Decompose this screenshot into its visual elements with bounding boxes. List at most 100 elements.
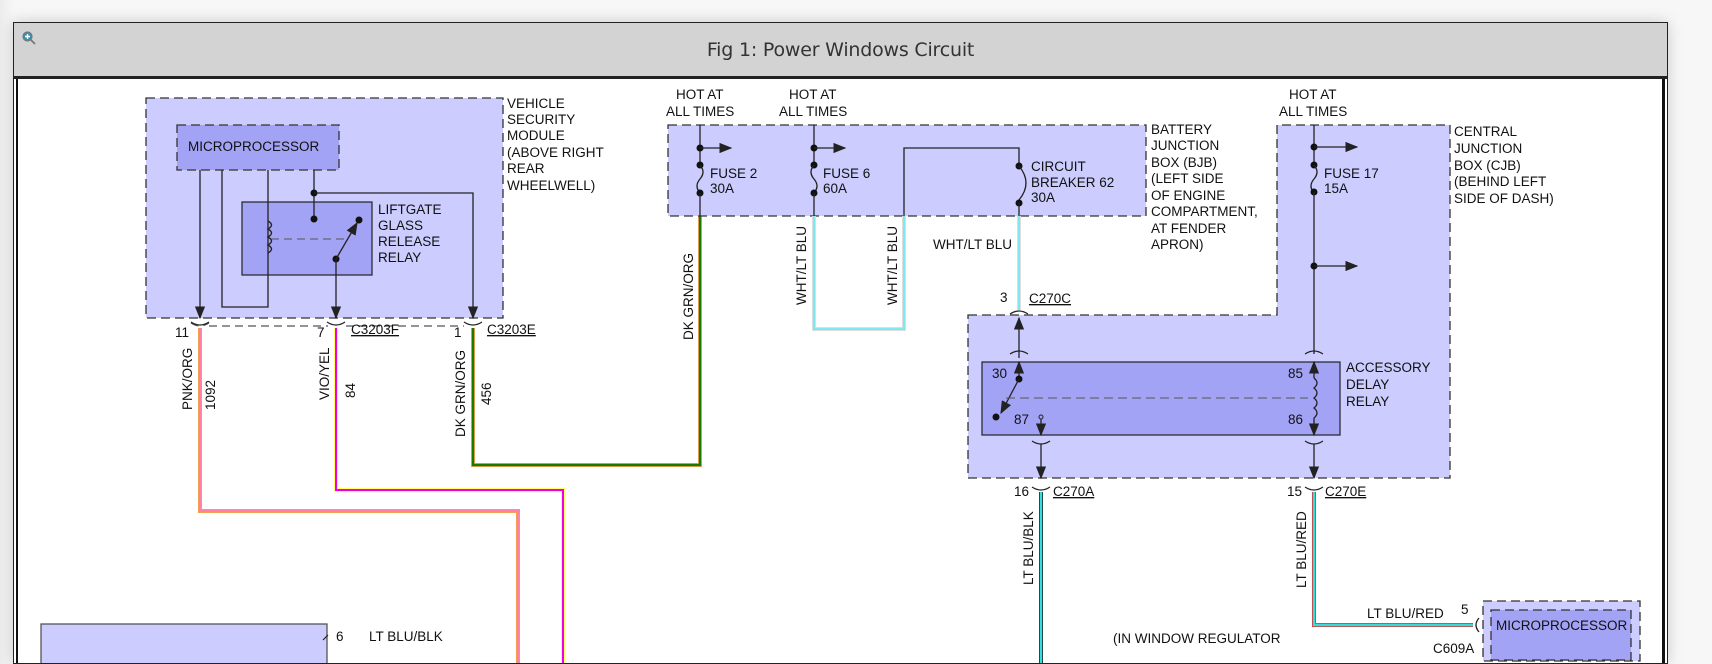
battery-junction-box: HOT AT ALL TIMES HOT AT ALL TIMES FUSE 2… bbox=[666, 87, 1258, 252]
vsm-microprocessor-label: MICROPROCESSOR bbox=[188, 139, 320, 154]
pin-11: 11 bbox=[175, 325, 189, 340]
wire-label-ltblu-red-vertical: LT BLU/RED bbox=[1294, 511, 1309, 588]
cjb-hot-label-a: HOT AT bbox=[1289, 87, 1337, 102]
connector-c270e: C270E bbox=[1325, 484, 1366, 499]
vsm-microprocessor-box bbox=[176, 124, 340, 171]
wire-label-dkgrn-vsm: DK GRN/ORG bbox=[453, 350, 468, 437]
connector-pin5 bbox=[1475, 617, 1480, 633]
figure-title: Fig 1: Power Windows Circuit bbox=[706, 39, 975, 61]
accessory-relay-label-3: RELAY bbox=[1346, 394, 1389, 409]
diagram-label: AT FENDER bbox=[1151, 221, 1227, 236]
bjb-name-label: BATTERY JUNCTION BOX (BJB) (LEFT SIDE OF… bbox=[1151, 122, 1258, 252]
wire-label-dkgrn-bjb: DK GRN/ORG bbox=[681, 253, 696, 340]
diagram-label: VEHICLE bbox=[507, 96, 565, 111]
power-windows-schematic: MICROPROCESSOR LIFTGATE GLASS RELEASE RE… bbox=[40, 87, 1641, 663]
diagram-label: JUNCTION bbox=[1151, 138, 1219, 153]
pin-16: 16 bbox=[1014, 484, 1029, 499]
accessory-relay-switch-icon bbox=[1000, 378, 1020, 415]
circuit-1092: 1092 bbox=[203, 380, 218, 410]
pin-15: 15 bbox=[1287, 484, 1302, 499]
hot-label-2a: HOT AT bbox=[789, 87, 837, 102]
diagram-label: CENTRAL bbox=[1454, 124, 1518, 139]
wire-label-ltblu-blk: LT BLU/BLK bbox=[1021, 511, 1036, 585]
diagram-label: BOX (BJB) bbox=[1151, 155, 1217, 170]
pin-6: 6 bbox=[336, 629, 344, 644]
relay-pin-30: 30 bbox=[992, 366, 1007, 381]
wire-wht-ltblu-loop: WHT/LT BLU WHT/LT BLU bbox=[794, 216, 906, 331]
fuse-2-icon bbox=[696, 164, 704, 194]
zoom-in-icon[interactable] bbox=[22, 31, 36, 45]
cjb-name-label: CENTRAL JUNCTION BOX (CJB) (BEHIND LEFT … bbox=[1454, 124, 1554, 206]
diagram-label: SIDE OF DASH) bbox=[1454, 191, 1554, 206]
connector-pin1 bbox=[463, 321, 483, 326]
fuse-6-rating: 60A bbox=[823, 181, 847, 196]
wire-label-pnk-org: PNK/ORG bbox=[180, 348, 195, 410]
wire-ltblu-red: LT BLU/RED LT BLU/RED bbox=[1294, 492, 1473, 627]
liftgate-relay-label-1: LIFTGATE bbox=[378, 202, 442, 217]
diagram-label: REAR bbox=[507, 161, 545, 176]
fuse-17-icon bbox=[1310, 164, 1318, 194]
fuse-17-label: FUSE 17 bbox=[1324, 166, 1379, 181]
accessory-relay-label-2: DELAY bbox=[1346, 377, 1389, 392]
cjb-hot-label-b: ALL TIMES bbox=[1279, 104, 1347, 119]
wire-vio-yel: VIO/YEL 84 bbox=[317, 328, 565, 663]
pin-5: 5 bbox=[1461, 602, 1469, 617]
bjb-box bbox=[667, 124, 1147, 217]
diagram-label: COMPARTMENT, bbox=[1151, 204, 1258, 219]
central-junction-box: HOT AT ALL TIMES FUSE 17 15A CENTRAL JUN… bbox=[967, 87, 1554, 499]
liftgate-relay-box bbox=[241, 201, 373, 276]
vsm-coil-loop bbox=[221, 170, 269, 308]
connector-c270a: C270A bbox=[1053, 484, 1094, 499]
title-bar: Fig 1: Power Windows Circuit bbox=[14, 23, 1667, 79]
diagram-label: WHEELWELL) bbox=[507, 178, 595, 193]
wire-label-bottom-left: LT BLU/BLK bbox=[369, 629, 443, 644]
wire-label-ltblu-red-horizontal: LT BLU/RED bbox=[1367, 606, 1444, 621]
breaker-label-2: BREAKER 62 bbox=[1031, 175, 1114, 190]
circuit-breaker-icon bbox=[1018, 165, 1027, 201]
wire-dk-grn-org: DK GRN/ORG 456 DK GRN/ORG bbox=[453, 216, 702, 467]
vehicle-security-module: MICROPROCESSOR LIFTGATE GLASS RELEASE RE… bbox=[145, 96, 604, 340]
relay-pin-85: 85 bbox=[1288, 366, 1303, 381]
liftgate-relay-label-2: GLASS bbox=[378, 218, 423, 233]
wire-label-loop: WHT/LT BLU bbox=[885, 226, 900, 305]
liftgate-relay-label-3: RELEASE bbox=[378, 234, 440, 249]
relay-pin-86: 86 bbox=[1288, 412, 1303, 427]
connector-c609a: C609A bbox=[1433, 641, 1474, 656]
wire-label-fuse6: WHT/LT BLU bbox=[794, 226, 809, 305]
liftgate-relay-label-4: RELAY bbox=[378, 250, 421, 265]
connector-c270c: C270C bbox=[1029, 291, 1071, 306]
relay-switch-icon bbox=[335, 221, 358, 260]
fuse-6-label: FUSE 6 bbox=[823, 166, 870, 181]
diagram-label: (BEHIND LEFT bbox=[1454, 174, 1546, 189]
hot-label-2b: ALL TIMES bbox=[779, 104, 847, 119]
wire-label-vio-yel: VIO/YEL bbox=[317, 347, 332, 400]
diagram-label: MODULE bbox=[507, 128, 565, 143]
relay-coil-icon bbox=[266, 220, 273, 254]
vsm-wire-pin1 bbox=[314, 192, 479, 320]
accessory-relay-coil-icon bbox=[1308, 377, 1320, 437]
diagram-label: BATTERY bbox=[1151, 122, 1212, 137]
diagram-label: BOX (CJB) bbox=[1454, 158, 1521, 173]
connector-pin7 bbox=[326, 321, 346, 326]
diagram-canvas: MICROPROCESSOR LIFTGATE GLASS RELEASE RE… bbox=[16, 79, 1665, 663]
hot-label-1a: HOT AT bbox=[676, 87, 724, 102]
connector-c3203f: C3203F bbox=[351, 322, 399, 337]
bottom-right-module: 5 C609A MICROPROCESSOR bbox=[1433, 600, 1641, 662]
diagram-label: SECURITY bbox=[507, 112, 575, 127]
fuse-2-label: FUSE 2 bbox=[710, 166, 757, 181]
wire-wht-ltblu-breaker: WHT/LT BLU bbox=[933, 216, 1021, 310]
breaker-label-1: CIRCUIT bbox=[1031, 159, 1086, 174]
window-regulator-note: (IN WINDOW REGULATOR bbox=[1113, 631, 1281, 646]
diagram-label: APRON) bbox=[1151, 237, 1204, 252]
breaker-rating: 30A bbox=[1031, 190, 1055, 205]
accessory-relay-label-1: ACCESSORY bbox=[1346, 360, 1431, 375]
fuse-2-rating: 30A bbox=[710, 181, 734, 196]
diagram-label: OF ENGINE bbox=[1151, 188, 1225, 203]
vsm-name-label: VEHICLE SECURITY MODULE (ABOVE RIGHT REA… bbox=[507, 96, 604, 193]
diagram-label: (ABOVE RIGHT bbox=[507, 145, 604, 160]
connector-c3203e: C3203E bbox=[487, 322, 536, 337]
wire-ltblu-blk: LT BLU/BLK bbox=[1021, 492, 1043, 663]
fuse-6-icon bbox=[810, 164, 818, 194]
diagram-window: Fig 1: Power Windows Circuit MICROPROCES… bbox=[13, 22, 1668, 664]
pin-1: 1 bbox=[454, 325, 462, 340]
